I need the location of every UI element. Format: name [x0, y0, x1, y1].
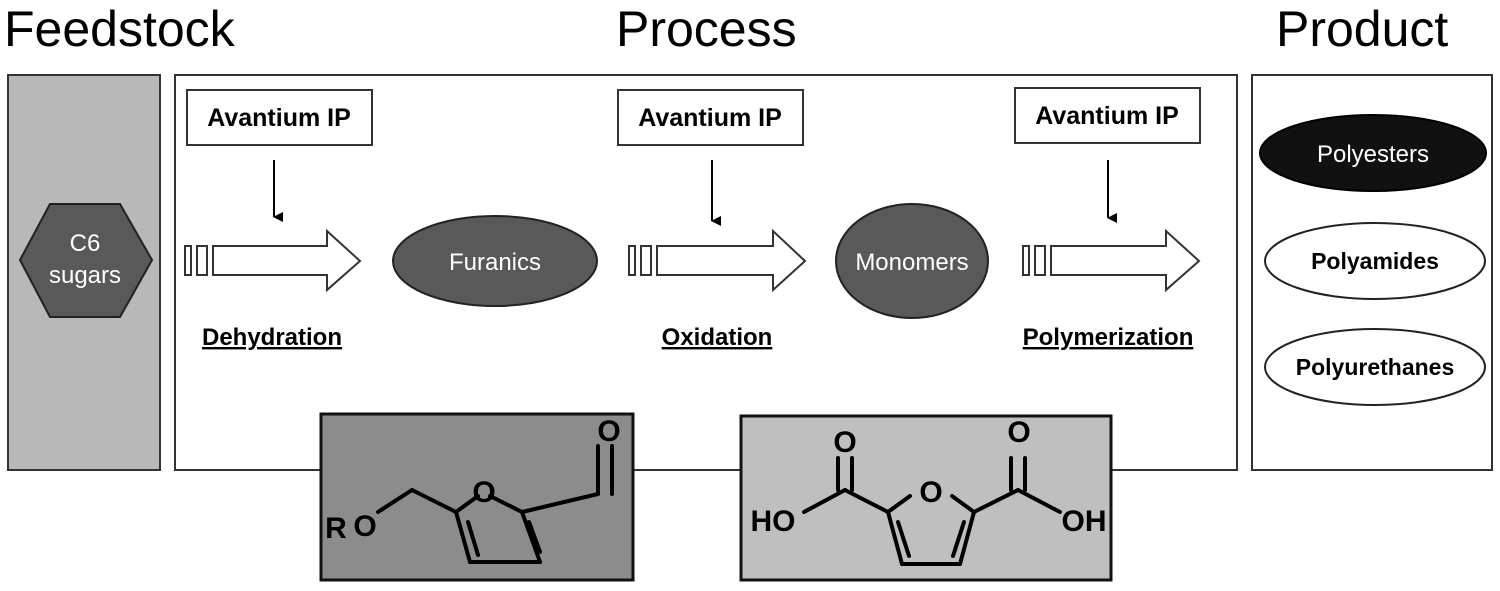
fdca-right-carbonyl-oxygen: O	[1007, 416, 1030, 449]
avantium-ip-box-2	[617, 89, 804, 146]
fdca-right-hydroxyl: OH	[1062, 505, 1107, 538]
monomers-node	[835, 203, 989, 319]
c6-sugars-line1: C6	[70, 230, 101, 257]
step-polymerization: Polymerization	[1023, 324, 1194, 351]
furanics-node	[392, 215, 598, 307]
fdca-structure: O O O HO OH	[739, 414, 1113, 582]
polyamides-node	[1264, 222, 1486, 300]
step-dehydration: Dehydration	[202, 324, 342, 351]
monomers-label: Monomers	[855, 249, 968, 276]
avantium-ip-label-2: Avantium IP	[638, 104, 782, 132]
polyesters-node	[1259, 114, 1487, 192]
c6-sugars-hexagon	[18, 203, 154, 318]
avantium-ip-box-1	[186, 89, 373, 146]
polyurethanes-label: Polyurethanes	[1296, 354, 1455, 380]
block-arrow-1	[184, 228, 362, 293]
avantium-ip-label-3: Avantium IP	[1035, 102, 1179, 130]
avantium-ip-box-3	[1014, 87, 1201, 144]
header-product: Product	[1276, 1, 1448, 57]
hmf-ring-oxygen: O	[472, 476, 495, 509]
hmf-ether-structure: O O R O	[319, 412, 635, 582]
polyamides-label: Polyamides	[1311, 248, 1439, 274]
polyesters-label: Polyesters	[1317, 141, 1429, 168]
hmf-r-group: R	[325, 512, 347, 545]
polyurethanes-node	[1264, 328, 1486, 406]
step-oxidation: Oxidation	[662, 324, 773, 351]
fdca-ring-oxygen: O	[919, 476, 942, 509]
block-arrow-2	[628, 228, 807, 293]
block-arrow-3	[1022, 228, 1201, 293]
furanics-label: Furanics	[449, 249, 541, 276]
fdca-left-hydroxyl: HO	[751, 505, 796, 538]
header-process: Process	[616, 1, 797, 57]
header-feedstock: Feedstock	[4, 1, 236, 57]
fdca-left-carbonyl-oxygen: O	[833, 426, 856, 459]
c6-sugars-line2: sugars	[49, 262, 121, 289]
hmf-ether-oxygen: O	[353, 510, 376, 543]
avantium-ip-label-1: Avantium IP	[207, 104, 351, 132]
hmf-carbonyl-oxygen: O	[597, 415, 620, 448]
